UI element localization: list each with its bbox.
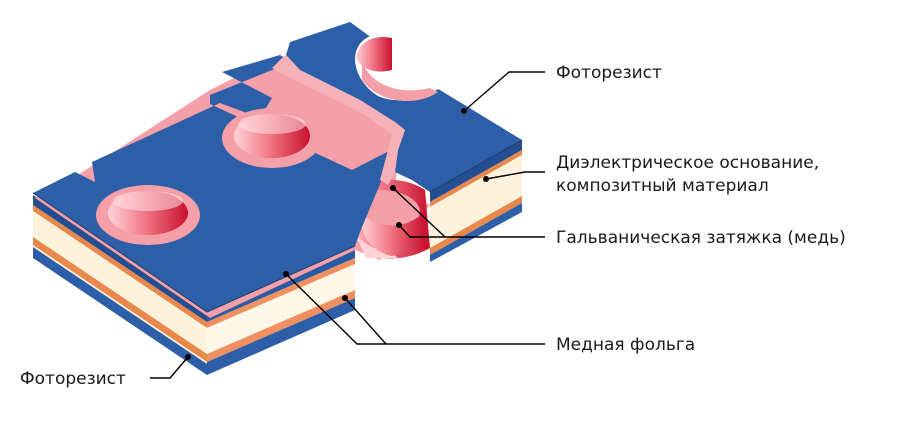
- photoresist-left-pad: [33, 55, 395, 312]
- leader-plating-2: [398, 224, 445, 238]
- label-photoresist-bottom: Фоторезист: [20, 369, 126, 389]
- label-copper-foil: Медная фольга: [556, 335, 695, 355]
- photoresist-right-pad: [286, 22, 522, 192]
- leader-lines: [150, 71, 545, 379]
- label-dielectric-line2: композитный материал: [556, 176, 769, 196]
- side-photoresist-bottom: [207, 298, 355, 375]
- plated-hole-lower: [96, 185, 200, 245]
- side-dielectric: [207, 264, 355, 354]
- right-side-copper-low: [430, 196, 522, 255]
- plated-hole-upper: [222, 108, 322, 168]
- front-photoresist-top: [33, 195, 207, 322]
- outline-edges: [32, 139, 523, 313]
- leader-foil-bottom: [344, 297, 387, 345]
- leader-dielectric: [485, 171, 545, 180]
- right-side-dielectric: [430, 155, 522, 248]
- front-photoresist-bottom: [33, 247, 207, 375]
- right-block-faces: [430, 140, 522, 262]
- right-side-photoresist: [430, 140, 522, 202]
- right-side-copper: [430, 150, 522, 207]
- left-block-front-face: [33, 195, 207, 375]
- front-dielectric-lower: [33, 245, 207, 364]
- right-side-photoresist-low: [430, 203, 522, 262]
- front-copper-top: [33, 205, 207, 328]
- front-copper-bottom: [33, 237, 207, 362]
- front-dielectric: [33, 211, 207, 354]
- side-copper-top: [207, 258, 355, 328]
- leader-photoresist-top: [463, 71, 545, 112]
- leader-photoresist-bottom: [150, 356, 189, 379]
- side-copper-bottom: [207, 290, 355, 362]
- label-plating: Гальваническая затяжка (медь): [556, 228, 846, 248]
- photoresist-top-surface: [33, 22, 522, 312]
- plating-track-highlight: [272, 55, 405, 185]
- label-dielectric-line1: Диэлектрическое основание,: [556, 153, 819, 173]
- label-photoresist-top: Фоторезист: [556, 63, 662, 83]
- leader-foil-top: [285, 273, 545, 345]
- top-notch: [355, 33, 440, 102]
